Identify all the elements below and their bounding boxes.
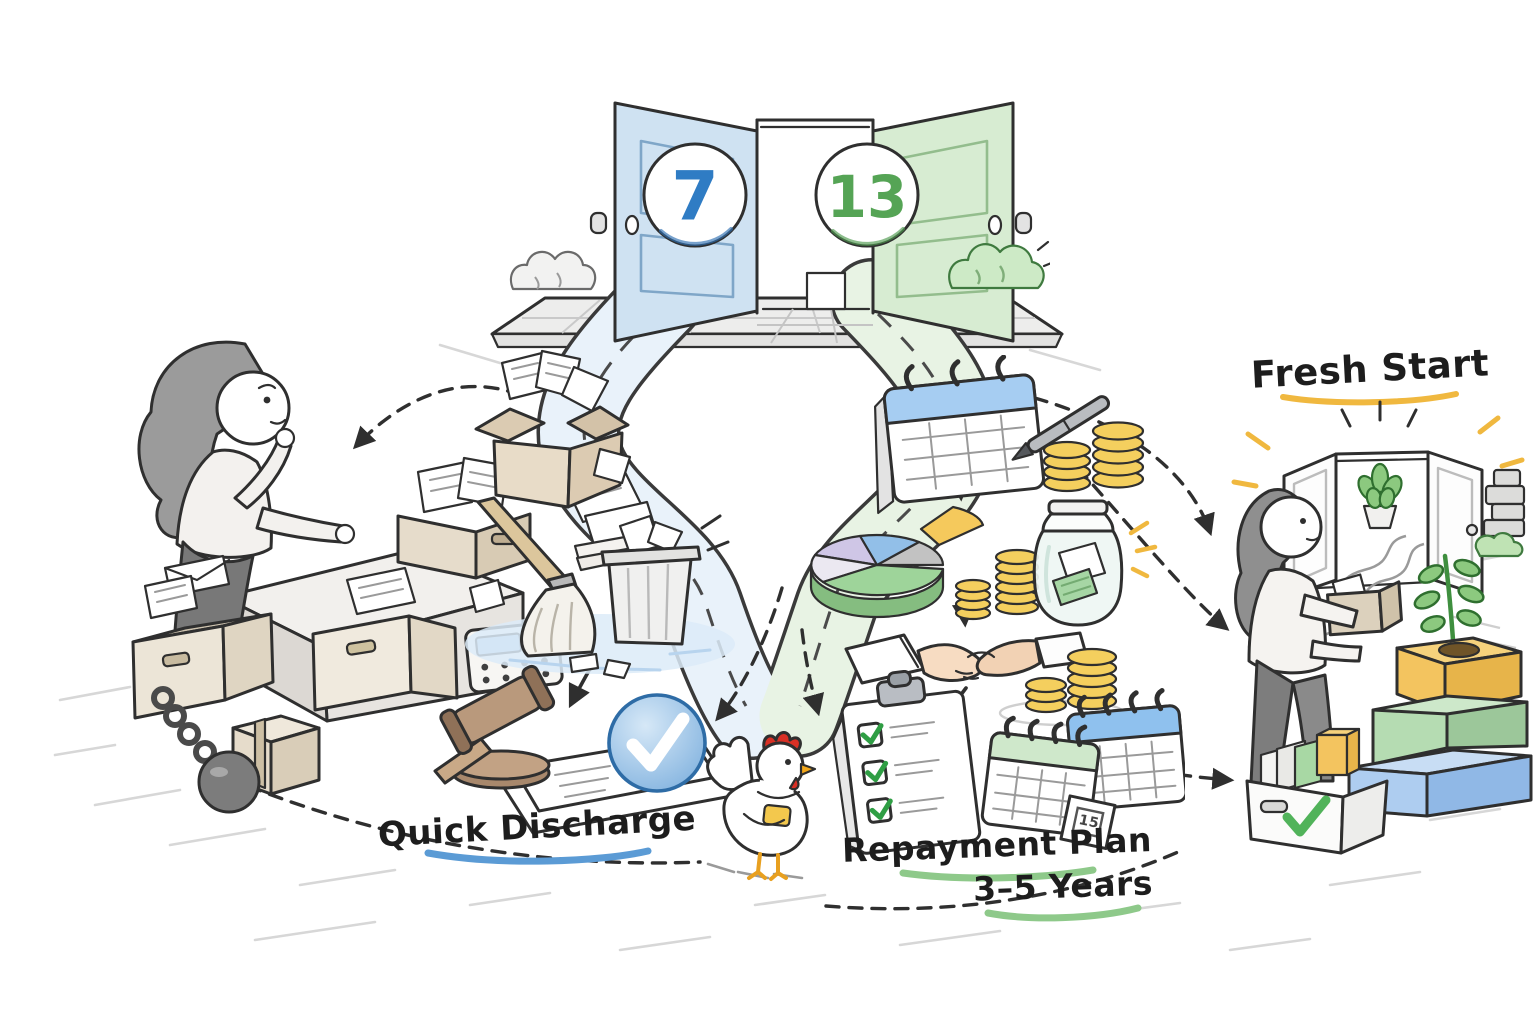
checklist-clipboard-icon <box>832 670 982 855</box>
savings-jar-icon <box>1032 499 1124 627</box>
potted-plant-icon <box>1357 462 1403 530</box>
checklist-calendars-group <box>832 670 1185 855</box>
chapter7-number: 7 <box>671 157 719 237</box>
stone-wall-icon <box>1482 468 1526 538</box>
document-box-icon <box>396 456 532 580</box>
arrow-jar-to-fresh-start-icon <box>1076 466 1230 631</box>
years-underline <box>984 904 1142 922</box>
ground-dash-right <box>824 850 1180 911</box>
pie-chart-icon <box>809 505 985 619</box>
approved-document-icon <box>433 664 739 835</box>
ground-dash-left <box>246 784 702 865</box>
threshold-post <box>805 271 847 311</box>
check-icon <box>1282 795 1331 837</box>
coins-icon <box>1042 421 1145 493</box>
bush-icon <box>948 240 1050 290</box>
moving-boxes-icon <box>131 554 459 814</box>
sparkle-icon <box>1128 520 1158 579</box>
bush-icon <box>509 250 597 291</box>
calendar-blue-icon <box>874 355 1145 515</box>
years-label: 3–5 Years <box>972 863 1154 909</box>
chapter13-badge <box>814 142 920 248</box>
path-chapter13-surface <box>759 261 994 755</box>
growth-blocks-icon <box>1347 553 1533 818</box>
chapter13-number: 13 <box>826 163 908 231</box>
organized-box-icon <box>1245 727 1389 855</box>
plant-icon <box>1413 553 1485 643</box>
arrow-to-sorting-icon <box>352 384 522 450</box>
fresh-start-door-icon <box>1231 400 1526 650</box>
quick-discharge-underline <box>424 847 652 865</box>
calendar-blue-icon <box>1066 688 1185 812</box>
chicken-icon <box>706 731 817 881</box>
arrow-to-center-right-icon <box>800 628 825 717</box>
check-circle-icon <box>607 693 707 793</box>
arrow-to-center-left-icon <box>715 586 784 722</box>
arrow-to-fresh-start-icon <box>1010 390 1215 537</box>
budget-row <box>809 499 1158 627</box>
chapter7-badge <box>642 142 748 248</box>
coins-icon <box>954 548 1040 621</box>
ball-and-chain-icon <box>151 686 261 814</box>
gavel-icon <box>433 664 556 790</box>
path-chapter13-centerline <box>798 312 952 707</box>
doors-group <box>589 101 1033 344</box>
open-box-papers-icon <box>474 349 632 509</box>
broom-icon <box>476 496 597 658</box>
pen-icon <box>1011 395 1111 461</box>
broom-trash-icon <box>465 496 735 680</box>
repayment-plan-underline <box>899 866 1097 882</box>
calendar-page-icon <box>1059 794 1117 851</box>
fresh-start-underline <box>1280 391 1459 406</box>
